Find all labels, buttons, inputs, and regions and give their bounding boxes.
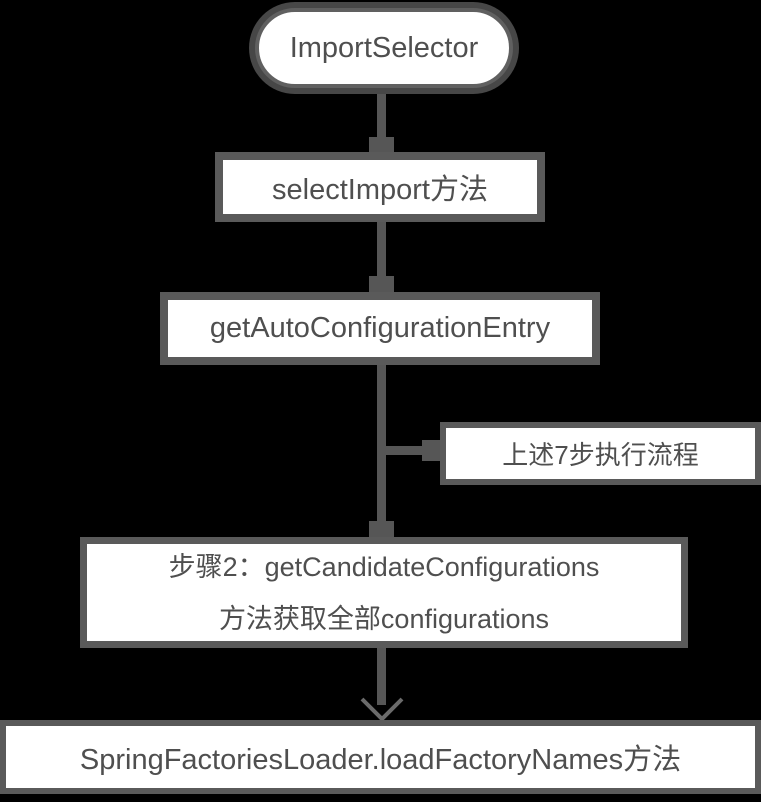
node-import-selector-label: ImportSelector (289, 31, 479, 64)
node-step2-label-line2: 方法获取全部configurations (218, 603, 550, 634)
connector-start-to-selectimport (377, 86, 386, 139)
node-spring-factories-loader: SpringFactoriesLoader.loadFactoryNames方法 (0, 720, 761, 794)
arrow-down-icon (369, 521, 394, 537)
arrow-right-icon (422, 440, 440, 461)
node-get-auto-configuration-entry: getAutoConfigurationEntry (160, 292, 600, 365)
node-select-import-label: selectImport方法 (272, 174, 488, 206)
node-side-note-label: 上述7步执行流程 (502, 440, 699, 470)
node-select-import: selectImport方法 (215, 152, 545, 222)
arrow-down-icon (369, 137, 394, 153)
node-step2-label-line1: 步骤2：getCandidateConfigurations (168, 551, 600, 582)
node-step2-get-candidate-configurations: 步骤2：getCandidateConfigurations 方法获取全部con… (80, 537, 688, 648)
arrow-down-icon (369, 276, 394, 292)
node-get-auto-configuration-entry-label: getAutoConfigurationEntry (209, 312, 551, 344)
connector-branch-to-side-note (381, 446, 424, 455)
connector-step2-to-loadfactorynames (377, 648, 386, 705)
connector-getautoconfigurationentry-to-step2 (377, 365, 386, 523)
arrow-down-chevron-icon (360, 697, 404, 722)
node-import-selector: ImportSelector (255, 8, 513, 88)
node-side-note: 上述7步执行流程 (440, 422, 761, 485)
node-spring-factories-loader-label: SpringFactoriesLoader.loadFactoryNames方法 (79, 744, 682, 776)
connector-selectimport-to-getautoconfigurationentry (377, 222, 386, 278)
